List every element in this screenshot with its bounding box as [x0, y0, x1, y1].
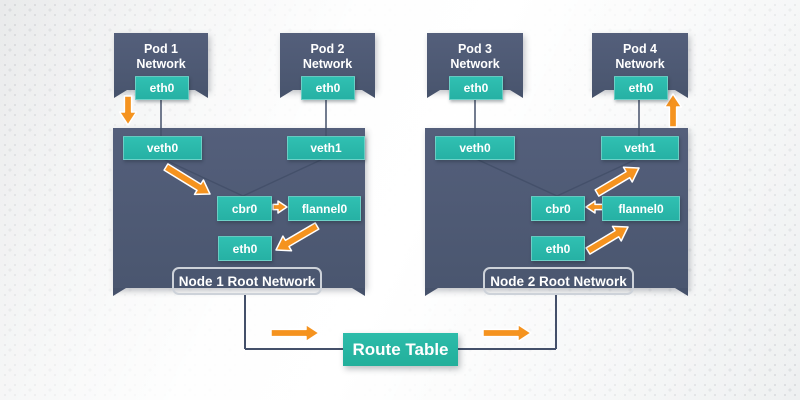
node-2-veth0-box: veth0	[435, 136, 515, 160]
pod-2-title-line1: Pod 2	[310, 42, 345, 56]
pod-1-title-line2: Network	[136, 57, 186, 71]
pod-4-title: Pod 4 Network	[592, 33, 688, 90]
node-1-veth1-box: veth1	[287, 136, 365, 160]
node2-to-pod4-arrow	[663, 93, 683, 128]
node-2-cbr0-label: cbr0	[545, 201, 571, 216]
node-2-eth0-label: eth0	[545, 241, 571, 256]
pod-3-eth0-label: eth0	[463, 81, 489, 95]
node-2-veth0-label: veth0	[459, 141, 491, 155]
node1-to-route-table-arrow	[270, 323, 320, 343]
pod-1-eth0-box: eth0	[135, 76, 189, 100]
pod-2-network-box: Pod 2 Network	[280, 33, 375, 90]
node-1-veth0-label: veth0	[146, 141, 179, 155]
pod-2-eth0-box: eth0	[301, 76, 355, 100]
node2-veth1-to-cbr0-line	[556, 157, 640, 197]
pod-2-eth0-label: eth0	[315, 81, 341, 95]
node1-cbr0-to-flannel0-arrow	[272, 200, 288, 214]
route-table-label: Route Table	[352, 339, 449, 359]
node-1-cbr0-box: cbr0	[217, 196, 272, 221]
node1-veth0-to-cbr0-arrow	[163, 163, 211, 196]
node-2-cbr0-box: cbr0	[531, 196, 585, 221]
node-1-flannel0-label: flannel0	[301, 201, 348, 216]
node-1-eth0-label: eth0	[232, 241, 258, 256]
node2-eth0-to-flannel0-arrow	[585, 225, 629, 255]
pod-4-eth0-box: eth0	[614, 76, 668, 100]
node-2-root-network-label: Node 2 Root Network	[483, 267, 634, 295]
node-1-veth1-label: veth1	[310, 141, 342, 155]
pod-1-title: Pod 1 Network	[114, 33, 208, 90]
pod-3-network-box: Pod 3 Network	[427, 33, 523, 90]
node2-cbr0-to-veth1-arrow	[594, 166, 640, 197]
route-table-box: Route Table	[343, 333, 458, 366]
node-1-flannel0-box: flannel0	[288, 196, 361, 221]
node-2-veth1-label: veth1	[624, 141, 656, 155]
pod-4-eth0-label: eth0	[628, 81, 654, 95]
node-1-root-network-label: Node 1 Root Network	[172, 267, 322, 295]
pod-4-title-line2: Network	[615, 57, 665, 71]
pod-3-title-line2: Network	[450, 57, 500, 71]
pod-4-title-line1: Pod 4	[622, 42, 658, 56]
pod1-to-node1-arrow	[118, 95, 138, 126]
pod-4-network-box: Pod 4 Network	[592, 33, 688, 90]
pod-3-eth0-box: eth0	[449, 76, 503, 100]
pod-3-title-line1: Pod 3	[457, 42, 493, 56]
pod-3-title: Pod 3 Network	[427, 33, 523, 90]
node-1-eth0-box: eth0	[218, 236, 272, 261]
node-1-label-text: Node 1 Root Network	[178, 273, 316, 289]
node-1-cbr0-label: cbr0	[231, 201, 258, 216]
node1-flannel0-to-eth0-arrow	[275, 222, 320, 252]
node1-veth0-to-cbr0-line	[160, 157, 244, 197]
node-2-flannel0-box: flannel0	[602, 196, 680, 221]
node-2-veth1-box: veth1	[601, 136, 679, 160]
route-table-to-node2-arrow	[482, 323, 532, 343]
pod-2-title: Pod 2 Network	[280, 33, 375, 90]
node-2-flannel0-label: flannel0	[618, 201, 664, 216]
pod-1-eth0-label: eth0	[149, 81, 175, 95]
node-2-label-text: Node 2 Root Network	[490, 273, 627, 289]
node2-veth0-to-cbr0-line	[473, 157, 558, 197]
node-2-eth0-box: eth0	[531, 236, 585, 261]
node-1-veth0-box: veth0	[123, 136, 202, 160]
pod-2-title-line2: Network	[302, 57, 353, 71]
node1-veth1-to-cbr0-line	[242, 157, 326, 197]
pod-1-title-line1: Pod 1	[143, 42, 179, 56]
